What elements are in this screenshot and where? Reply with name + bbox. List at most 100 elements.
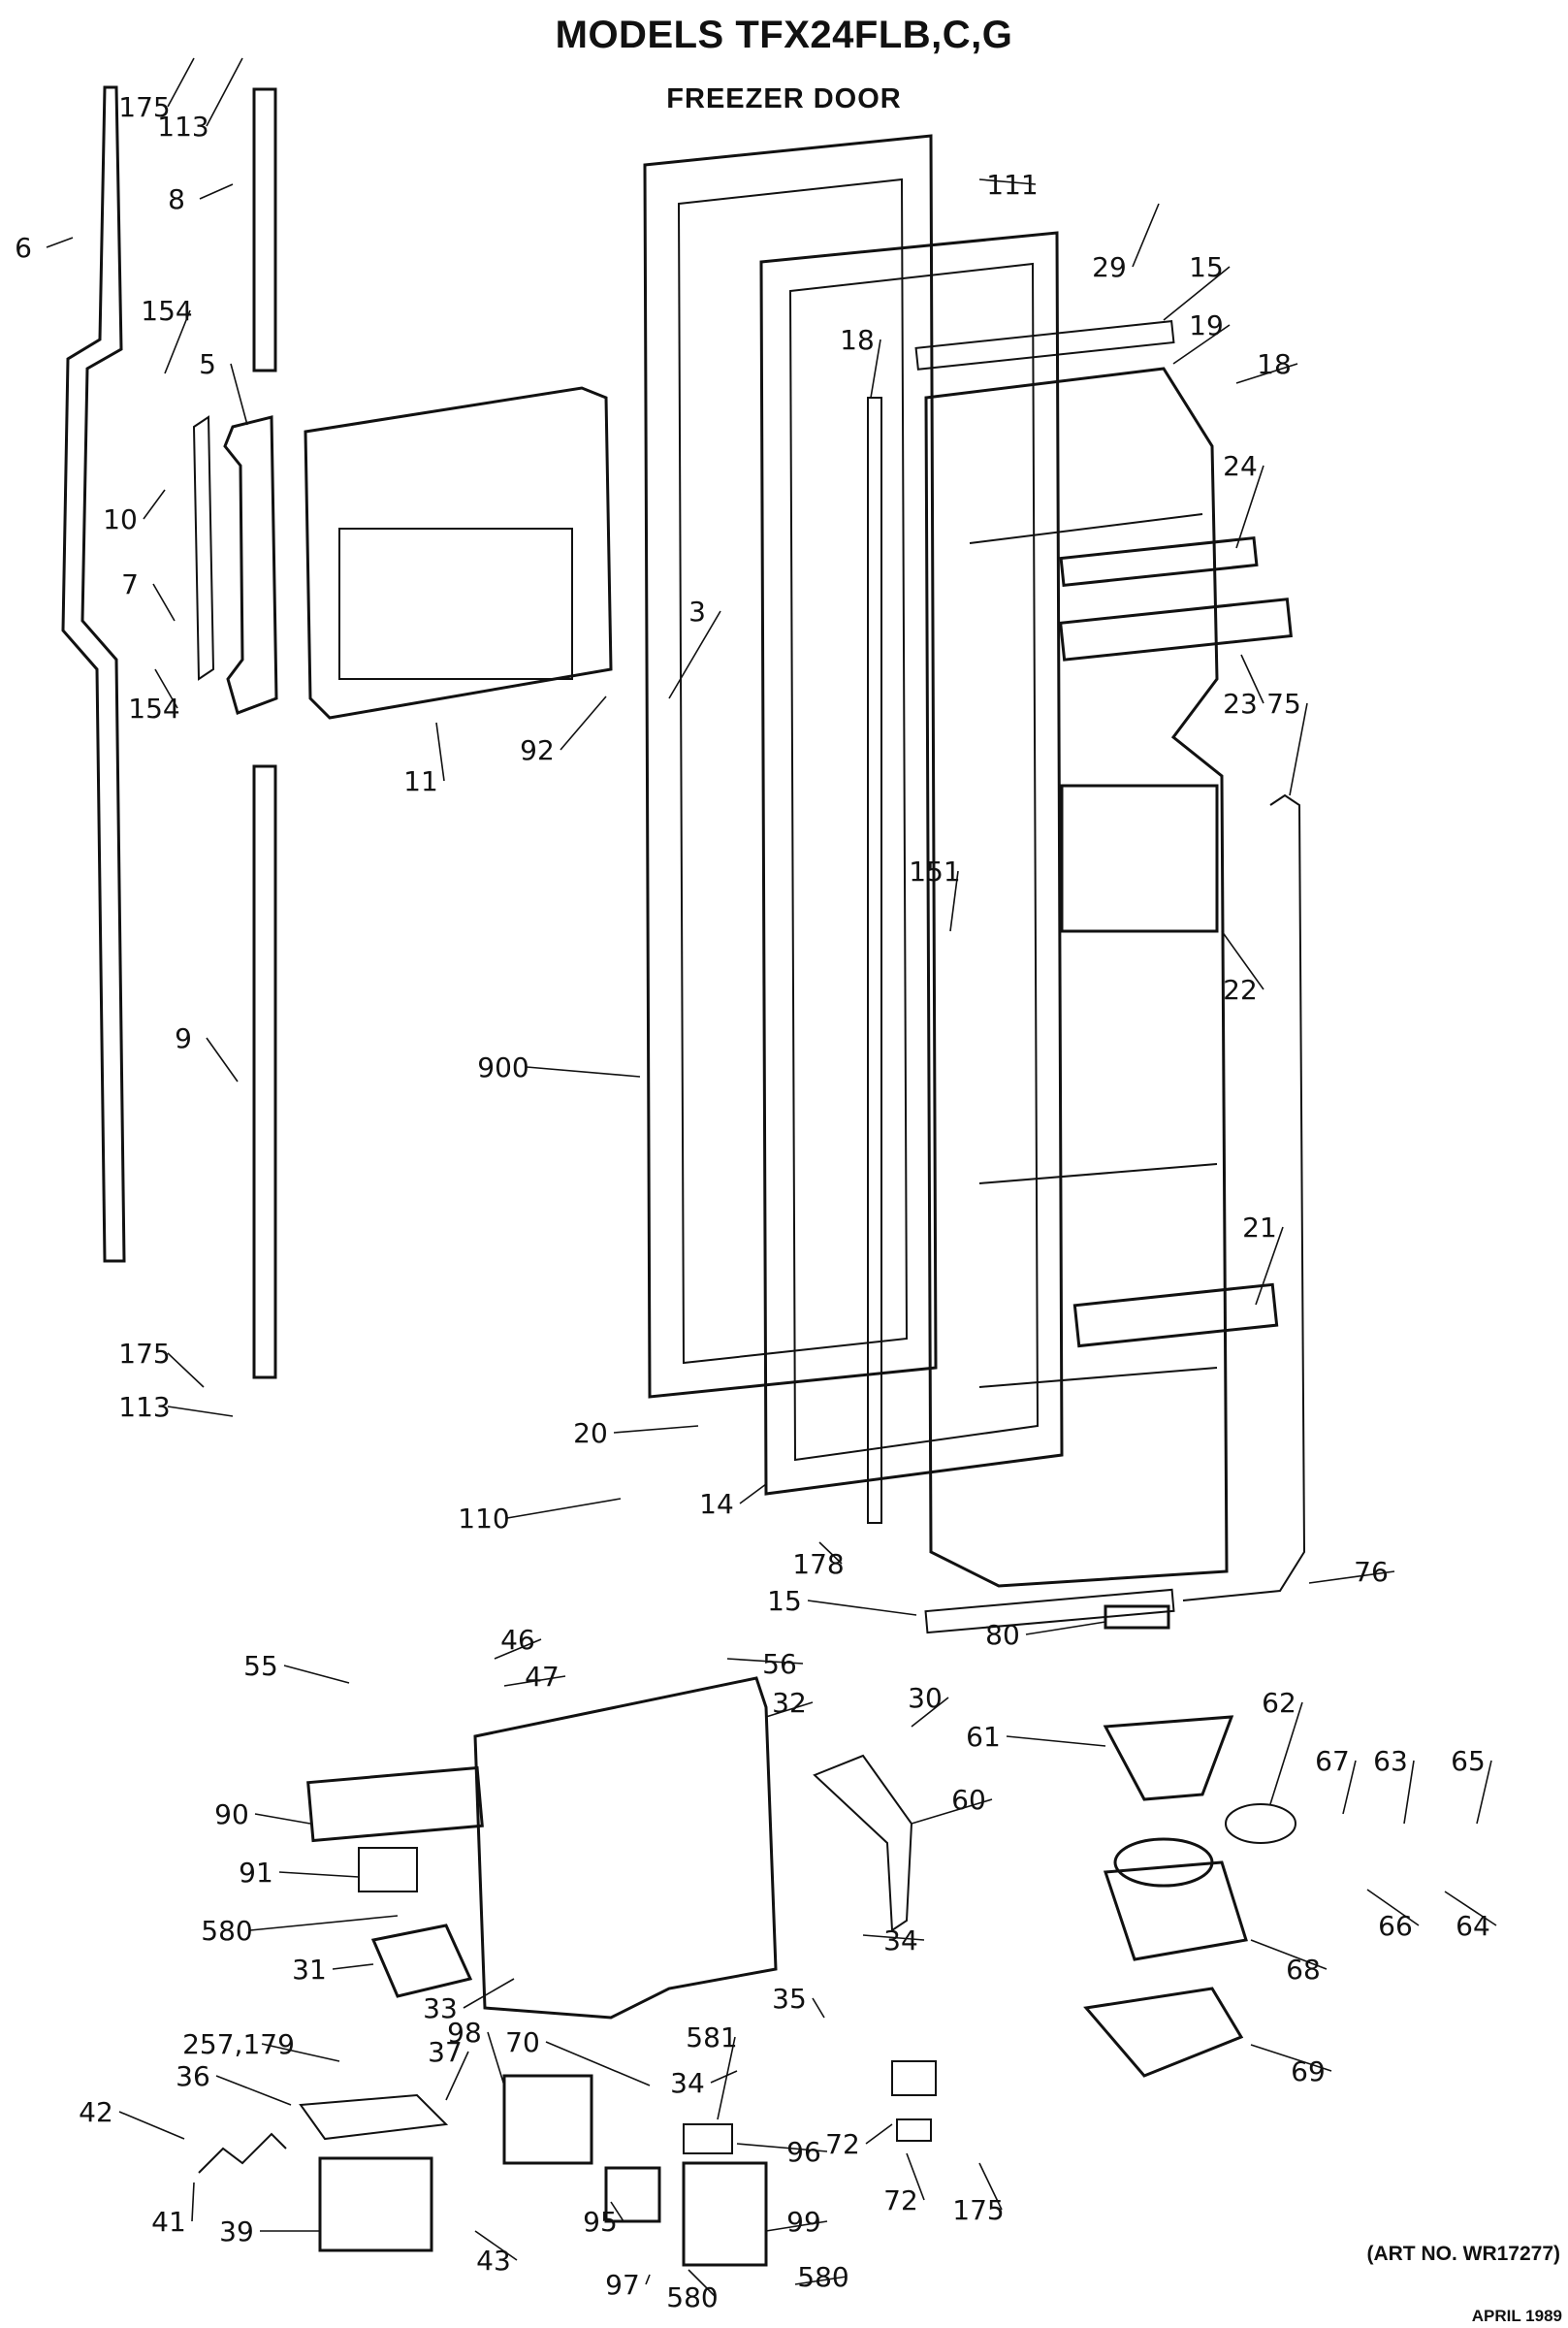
callout-label: 61 [966, 1721, 1001, 1753]
callout-leader [261, 2043, 340, 2062]
callout-leader [906, 2152, 925, 2201]
callout-label: 8 [168, 183, 185, 215]
part-shelf-bar-21 [1072, 1282, 1279, 1348]
callout-label: 63 [1373, 1745, 1408, 1777]
callout-label: 42 [79, 2096, 113, 2128]
callout-leader [739, 1483, 767, 1504]
callout-leader [1235, 363, 1298, 384]
callout-leader [167, 57, 195, 108]
callout-leader [1235, 465, 1264, 549]
callout-leader [1132, 203, 1160, 268]
part-auger-motor-ring [1113, 1837, 1214, 1888]
callout-leader [167, 1352, 205, 1388]
callout-leader [206, 1037, 239, 1083]
callout-leader [154, 668, 178, 709]
part-72-upper [891, 2060, 937, 2096]
callout-label: 32 [772, 1687, 807, 1719]
callout-label: 18 [1257, 348, 1292, 380]
callout-leader [1289, 702, 1308, 796]
callout-leader [610, 2201, 624, 2222]
callout-label: 36 [176, 2060, 210, 2092]
part-funnel [1103, 1715, 1234, 1801]
callout-leader [911, 1697, 949, 1728]
callout-label: 31 [292, 1954, 327, 1986]
callout-leader [503, 1675, 566, 1687]
callout-label: 580 [797, 2261, 848, 2293]
callout-label: 19 [1189, 309, 1224, 341]
part-clip-80 [1104, 1604, 1170, 1630]
callout-label: 95 [583, 2206, 618, 2238]
callout-label: 91 [239, 1857, 273, 1889]
callout-leader [545, 2041, 651, 2086]
callout-label: 80 [985, 1619, 1020, 1651]
callout-leader [1250, 1939, 1328, 1970]
callout-label: 68 [1286, 1954, 1321, 1986]
callout-label: 72 [883, 2184, 918, 2216]
part-wire-41 [198, 2132, 287, 2174]
callout-leader [911, 1798, 993, 1825]
part-box-98 [502, 2074, 593, 2165]
callout-leader [332, 1963, 374, 1970]
callout-label: 154 [141, 295, 192, 327]
callout-leader [494, 1638, 542, 1660]
callout-label: 151 [909, 856, 960, 888]
callout-label: 22 [1223, 974, 1258, 1006]
callout-leader [191, 2182, 195, 2222]
callout-label: 98 [447, 2017, 482, 2049]
callout-leader [278, 1871, 360, 1878]
callout-leader [949, 870, 959, 932]
part-shelf-bar-24 [1059, 535, 1259, 588]
callout-leader [668, 610, 721, 699]
part-door-gasket-inner [788, 262, 1040, 1462]
callout-label: 6 [15, 232, 32, 264]
part-dispenser-panel [304, 386, 613, 720]
callout-label: 29 [1092, 251, 1127, 283]
part-gasket-strip [61, 85, 126, 1263]
part-switch-96 [683, 2123, 733, 2154]
callout-leader [143, 489, 166, 520]
part-bottom-trim [924, 1588, 1175, 1634]
callout-label: 14 [699, 1488, 734, 1520]
callout-label: 46 [500, 1624, 535, 1656]
part-bracket-36 [299, 2093, 449, 2141]
callout-label: 72 [825, 2128, 860, 2160]
part-dispenser-housing [473, 1676, 778, 2020]
callout-leader [812, 1997, 825, 2019]
callout-leader [249, 1915, 399, 1931]
callout-label: 47 [525, 1661, 560, 1693]
callout-leader [870, 339, 881, 399]
callout-leader [487, 2031, 505, 2086]
callout-label: 34 [883, 1924, 918, 1956]
part-liner-shelf-3 [978, 1367, 1218, 1388]
callout-label: 92 [520, 734, 555, 766]
callout-label: 99 [786, 2206, 821, 2238]
callout-leader [164, 309, 191, 374]
callout-leader [152, 583, 176, 622]
callout-label: 35 [772, 1983, 807, 2015]
art-number: (ART NO. WR17277) [1366, 2243, 1560, 2265]
callout-leader [726, 1658, 804, 1665]
part-breaker-strip [867, 397, 882, 1524]
callout-leader [1255, 1226, 1284, 1306]
callout-label: 56 [762, 1648, 797, 1680]
callout-label: 154 [128, 693, 179, 725]
callout-leader [445, 2051, 469, 2101]
callout-leader [230, 363, 248, 426]
diagram-title: MODELS TFX24FLB,C,G [555, 14, 1013, 56]
callout-label: 10 [103, 503, 138, 535]
callout-label: 76 [1354, 1556, 1389, 1588]
callout-leader [1006, 1735, 1106, 1747]
part-dispenser-window [338, 528, 573, 680]
part-lid [1225, 1803, 1296, 1844]
callout-label: 110 [458, 1503, 509, 1535]
callout-leader [560, 695, 607, 751]
callout-label: 7 [121, 568, 139, 600]
callout-leader [688, 2269, 717, 2298]
callout-label: 97 [605, 2269, 640, 2301]
callout-leader [1221, 930, 1264, 990]
part-wire-tube [1182, 793, 1306, 1601]
callout-leader [1163, 266, 1231, 321]
part-liner-shelf-1 [969, 513, 1203, 544]
callout-label: 64 [1456, 1910, 1490, 1942]
